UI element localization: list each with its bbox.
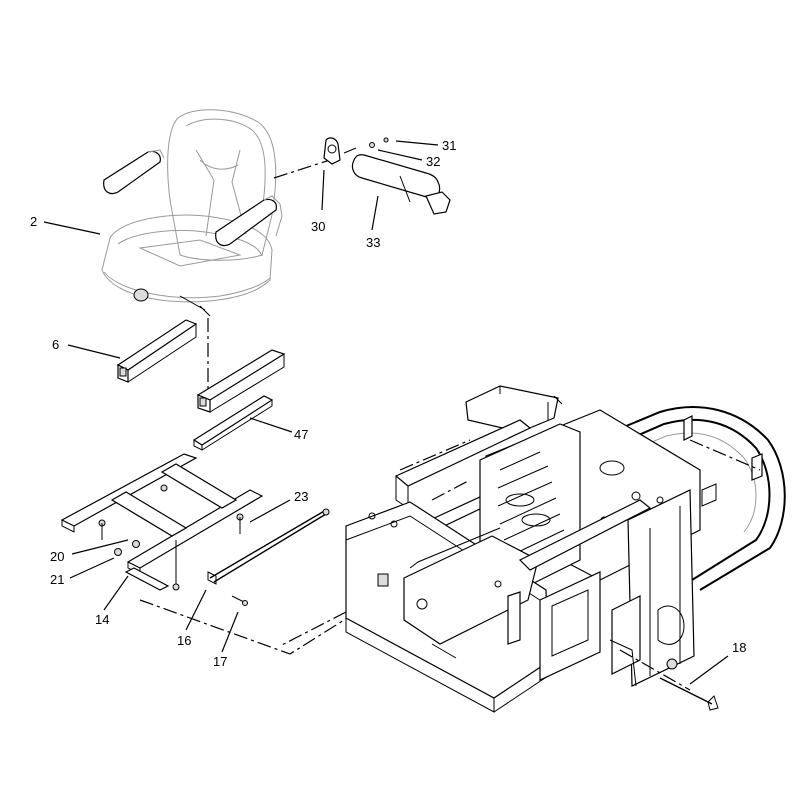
callout-21: 21 xyxy=(50,572,64,587)
cylinder-assembly xyxy=(273,137,451,215)
callout-14: 14 xyxy=(95,612,109,627)
callout-23: 23 xyxy=(294,489,308,504)
callout-20: 20 xyxy=(50,549,64,564)
callout-6: 6 xyxy=(52,337,59,352)
seat-mount-frame xyxy=(60,453,361,655)
callout-32: 32 xyxy=(426,154,440,169)
callout-2: 2 xyxy=(30,214,37,229)
callout-16: 16 xyxy=(177,633,191,648)
callout-30: 30 xyxy=(311,219,325,234)
callout-17: 17 xyxy=(213,654,227,669)
seat-assembly xyxy=(101,109,283,317)
callout-31: 31 xyxy=(442,138,456,153)
callout-labels: 31 32 30 33 2 6 47 23 20 21 14 16 17 18 xyxy=(30,138,746,669)
leader-lines xyxy=(43,140,729,685)
callout-18: 18 xyxy=(732,640,746,655)
spacer-bar xyxy=(192,395,274,451)
callout-47: 47 xyxy=(294,427,308,442)
seat-slide-rails xyxy=(116,318,286,413)
chassis-frame xyxy=(279,385,786,713)
callout-33: 33 xyxy=(366,235,380,250)
